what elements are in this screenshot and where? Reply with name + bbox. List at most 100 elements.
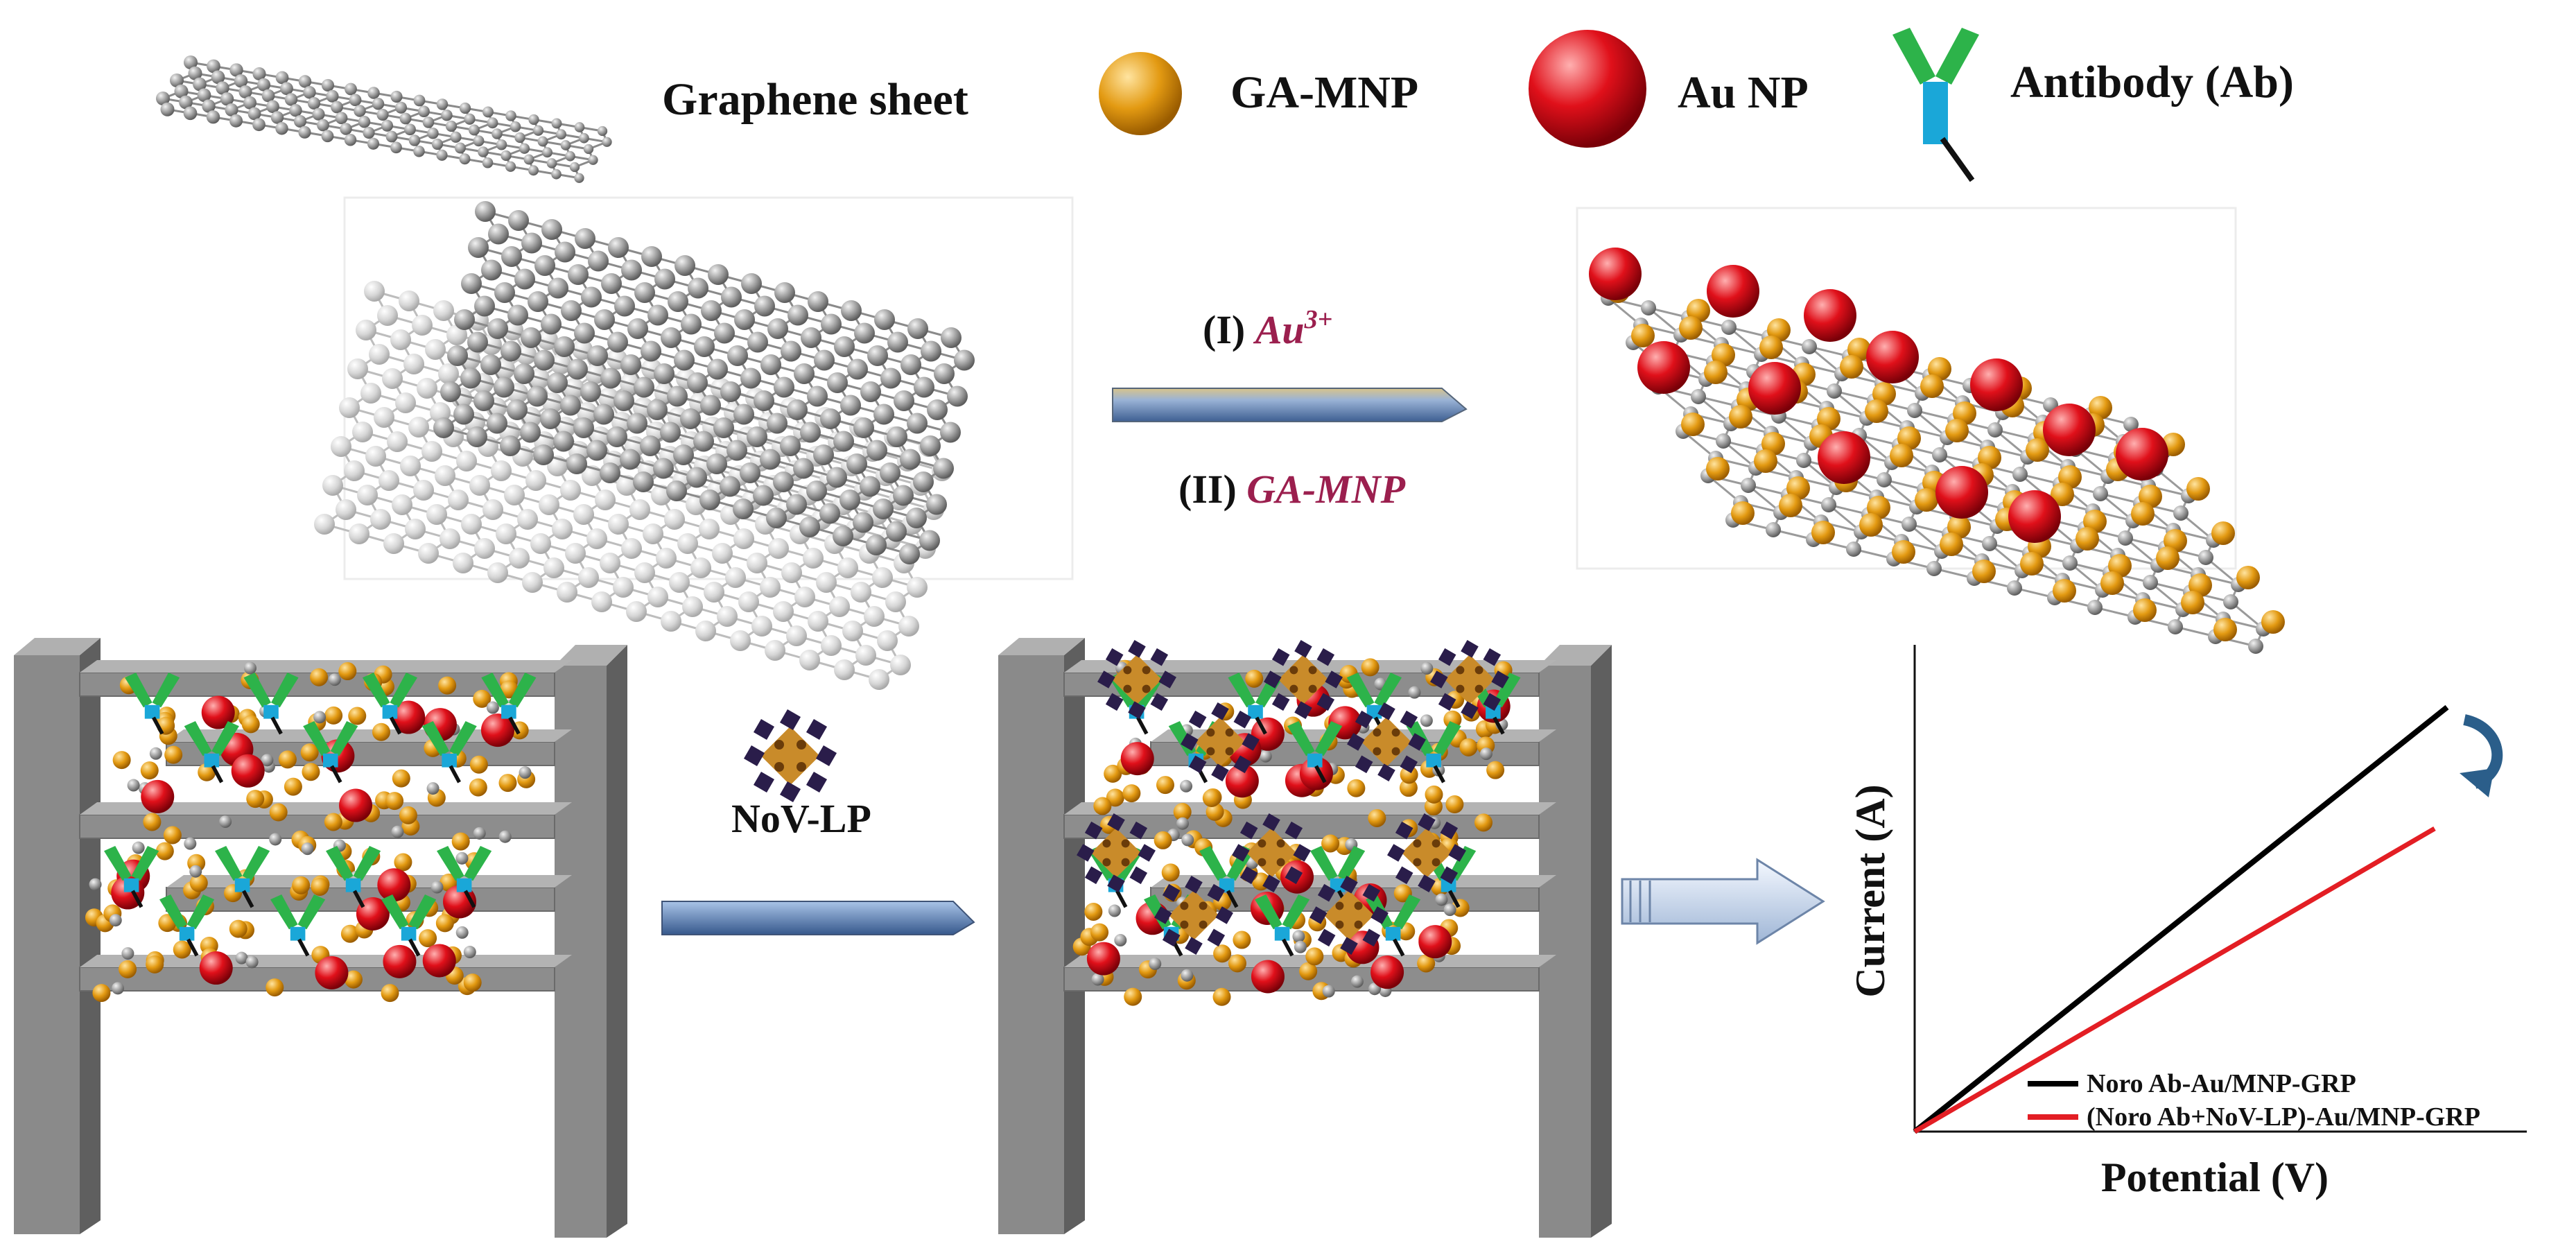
au-np-particle bbox=[1251, 960, 1285, 994]
ga-mnp-particle bbox=[1400, 765, 1418, 784]
carbon-atom bbox=[2062, 555, 2078, 571]
au-np-particle bbox=[2043, 404, 2096, 456]
ga-mnp-particle bbox=[92, 984, 111, 1003]
antibody-icon bbox=[437, 846, 492, 908]
carbon-atom bbox=[768, 538, 789, 559]
carbon-atom bbox=[839, 490, 860, 510]
carbon-atom bbox=[252, 118, 266, 132]
carbon-atom bbox=[566, 453, 587, 474]
carbon-atom bbox=[753, 485, 774, 506]
carbon-atom bbox=[2248, 639, 2263, 654]
carbon-atom bbox=[507, 399, 528, 420]
carbon-atom bbox=[474, 295, 495, 317]
carbon-atom bbox=[579, 132, 589, 144]
carbon-atom bbox=[601, 273, 622, 294]
carbon-atom bbox=[507, 304, 528, 326]
carbon-atom bbox=[1877, 472, 1892, 487]
step1-arrow bbox=[1112, 388, 1468, 422]
carbon-atom bbox=[552, 519, 573, 539]
carbon-atom bbox=[467, 426, 487, 447]
carbon-atom bbox=[132, 841, 145, 854]
carbon-atom bbox=[514, 268, 535, 290]
ga-mnp-particle bbox=[372, 722, 390, 741]
carbon-atom bbox=[391, 825, 404, 838]
carbon-atom bbox=[2168, 619, 2183, 634]
carbon-atom bbox=[121, 947, 134, 960]
carbon-atom bbox=[920, 435, 941, 456]
carbon-atom bbox=[367, 87, 380, 99]
ga-mnp-particle bbox=[2186, 477, 2210, 501]
carbon-atom bbox=[284, 93, 298, 106]
carbon-atom bbox=[331, 101, 343, 114]
carbon-atom bbox=[487, 562, 508, 583]
carbon-atom bbox=[326, 89, 339, 103]
carbon-atom bbox=[927, 399, 948, 420]
carbon-atom bbox=[540, 408, 561, 429]
carbon-atom bbox=[754, 295, 775, 317]
carbon-atom bbox=[1322, 985, 1335, 998]
carbon-atom bbox=[2118, 530, 2133, 546]
ga-mnp-particle bbox=[241, 715, 260, 734]
carbon-atom bbox=[2173, 505, 2188, 521]
carbon-atom bbox=[1926, 561, 1942, 576]
ga-mnp-particle bbox=[438, 676, 457, 695]
carbon-atom bbox=[475, 201, 496, 222]
carbon-atom bbox=[156, 92, 170, 105]
carbon-atom bbox=[421, 441, 442, 462]
carbon-atom bbox=[851, 582, 871, 603]
carbon-atom bbox=[387, 431, 408, 452]
carbon-atom bbox=[532, 125, 544, 136]
ga-mnp-particle bbox=[278, 750, 297, 769]
carbon-atom bbox=[460, 367, 481, 389]
au-np-particle bbox=[315, 955, 349, 989]
carbon-atom bbox=[520, 422, 541, 443]
carbon-atom bbox=[647, 587, 668, 607]
carbon-atom bbox=[548, 277, 568, 299]
carbon-atom bbox=[1181, 969, 1194, 982]
carbon-atom bbox=[661, 611, 681, 632]
carbon-atom bbox=[418, 105, 430, 118]
antibody-icon bbox=[303, 721, 358, 784]
carbon-atom bbox=[553, 431, 574, 452]
carbon-atom bbox=[247, 107, 261, 121]
carbon-atom bbox=[643, 523, 663, 544]
carbon-atom bbox=[900, 354, 921, 375]
carbon-atom bbox=[700, 395, 721, 416]
antibody-icon bbox=[184, 721, 239, 784]
nov-lp-particle-icon bbox=[743, 709, 837, 803]
carbon-atom bbox=[188, 66, 202, 80]
carbon-atom bbox=[740, 462, 760, 483]
au-np-particle bbox=[1086, 942, 1120, 976]
carbon-atom bbox=[293, 114, 307, 128]
ga-mnp-particle bbox=[163, 826, 182, 845]
carbon-atom bbox=[907, 413, 928, 434]
carbon-atom bbox=[614, 295, 635, 317]
ga-mnp-particle bbox=[2261, 610, 2285, 634]
au-np-particle bbox=[383, 944, 417, 978]
carbon-atom bbox=[522, 572, 543, 593]
carbon-atom bbox=[855, 645, 876, 666]
carbon-atom bbox=[2223, 594, 2238, 609]
carbon-atom bbox=[160, 102, 175, 116]
carbon-atom bbox=[767, 318, 788, 339]
carbon-atom bbox=[534, 255, 555, 276]
ga-mnp-particle bbox=[1920, 374, 1944, 398]
legend-antibody-icon bbox=[1892, 28, 1979, 182]
carbon-atom bbox=[616, 475, 637, 496]
step2-reagent-label: NoV-LP bbox=[731, 796, 871, 841]
plot-series-line-2 bbox=[1913, 826, 2436, 1134]
carbon-atom bbox=[733, 404, 754, 425]
carbon-atom bbox=[682, 596, 703, 617]
carbon-atom bbox=[560, 395, 581, 416]
ga-mnp-particle bbox=[246, 790, 265, 808]
antibody-icon bbox=[243, 673, 299, 735]
carbon-atom bbox=[574, 122, 585, 132]
carbon-atom bbox=[555, 241, 575, 263]
carbon-atom bbox=[620, 354, 641, 375]
carbon-atom bbox=[947, 386, 968, 407]
carbon-atom bbox=[496, 139, 507, 150]
ga-mnp-particle bbox=[394, 853, 412, 872]
carbon-atom bbox=[773, 471, 794, 492]
carbon-atom bbox=[455, 142, 466, 154]
